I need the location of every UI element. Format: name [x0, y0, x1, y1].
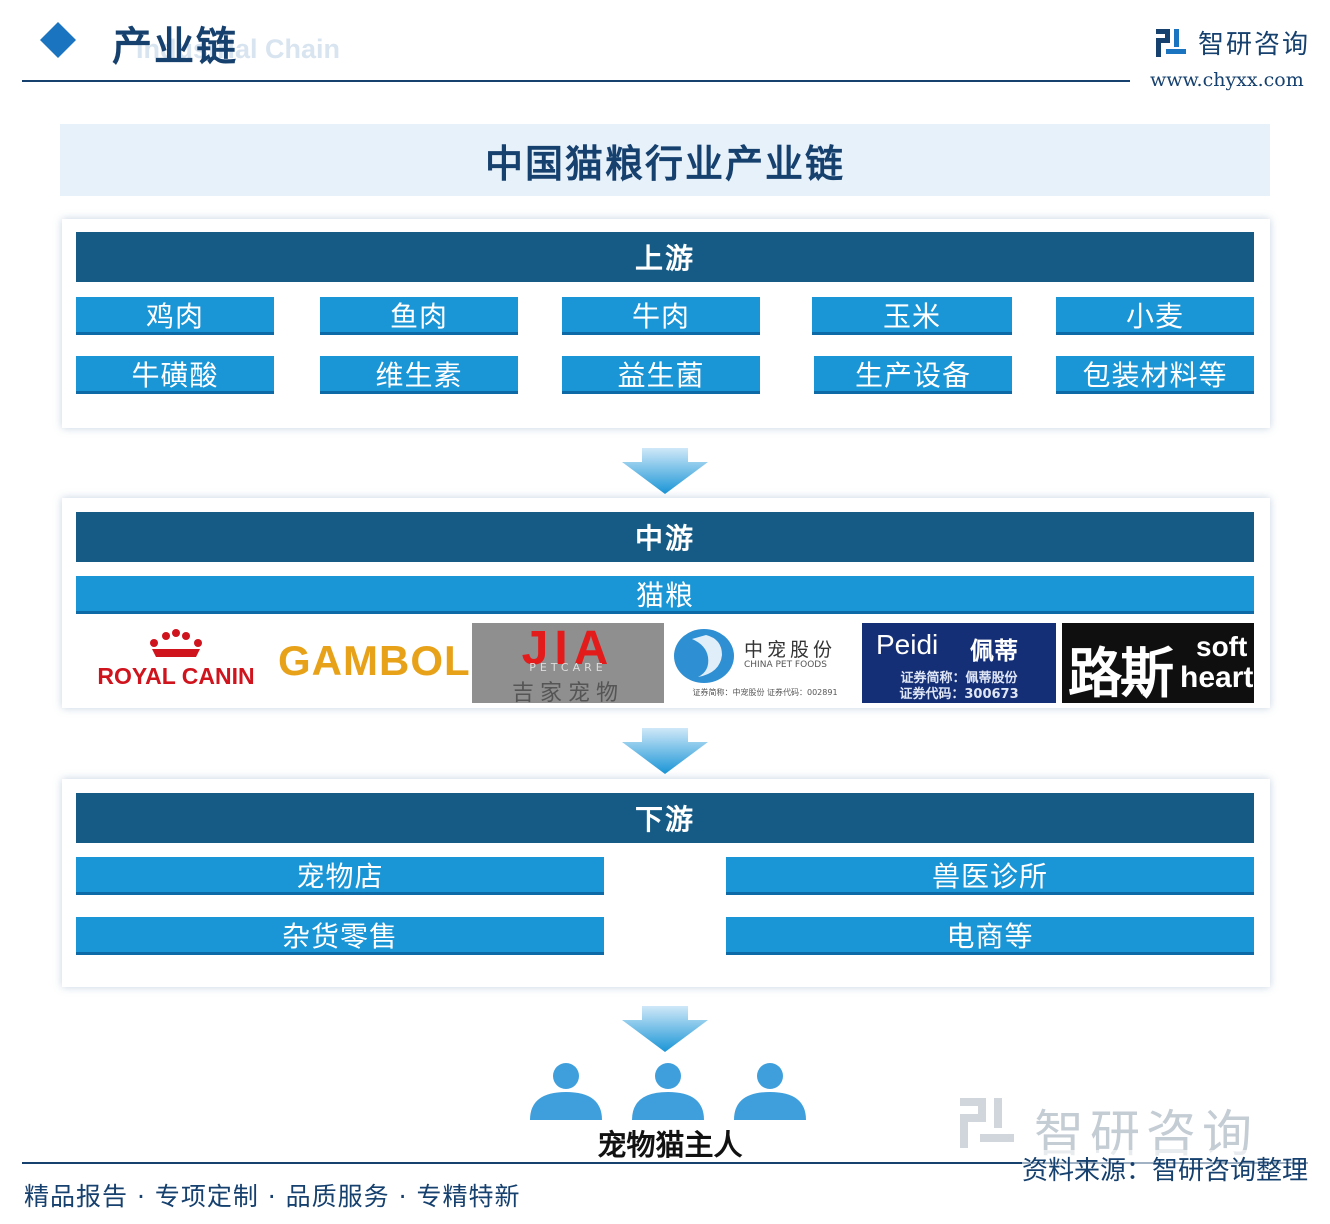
peidi-cn-text: 佩蒂 [970, 637, 1018, 665]
watermark-logo-icon [960, 1098, 1014, 1148]
diagram-title-band: 中国猫粮行业产业链 [60, 124, 1270, 196]
logo-lusi-softheart: 路斯 soft heart [1062, 623, 1254, 705]
header-divider [22, 80, 1130, 82]
peidi-en-text: Peidi [876, 629, 939, 660]
header-title: 产业链 [112, 24, 238, 70]
midstream-label: 中游 [634, 522, 695, 555]
logo-gambol: GAMBOL [278, 623, 471, 703]
upstream-item: 益生菌 [562, 356, 760, 394]
brand-name: 智研咨询 [1198, 30, 1311, 60]
gambol-text: GAMBOL [278, 637, 471, 684]
jia-petcare-text: PETCARE [529, 661, 607, 674]
downstream-item: 电商等 [726, 917, 1254, 955]
consumer-label: 宠物猫主人 [597, 1128, 743, 1162]
midstream-panel: 中游 猫粮 ROYAL CANIN GAMBOL JIA PETCARE 吉家宠… [62, 498, 1270, 708]
logo-peidi: Peidi 佩蒂 证券简称：佩蒂股份 证券代码：300673 [862, 623, 1056, 703]
upstream-item: 玉米 [812, 297, 1012, 335]
upstream-item: 维生素 [320, 356, 518, 394]
zhongchong-emblem-icon [674, 629, 734, 683]
downstream-item: 宠物店 [76, 857, 604, 895]
brand-url: www.chyxx.com [1150, 69, 1304, 91]
jia-cn-text: 吉家宠物 [511, 681, 624, 706]
header-diamond-icon [40, 22, 76, 58]
upstream-label: 上游 [634, 242, 695, 275]
downstream-panel: 下游 宠物店 兽医诊所 杂货零售 电商等 [62, 779, 1270, 987]
person-icon [530, 1063, 602, 1120]
upstream-item: 小麦 [1056, 297, 1254, 335]
downstream-item: 杂货零售 [76, 917, 604, 955]
brand-logo-icon [1156, 29, 1186, 57]
downstream-item: 兽医诊所 [726, 857, 1254, 895]
flow-arrow-down-icon [622, 728, 708, 774]
upstream-item: 牛肉 [562, 297, 760, 335]
zhongchong-en-text: CHINA PET FOODS [744, 660, 827, 670]
upstream-item: 鱼肉 [320, 297, 518, 335]
lusi-en-text-1: soft [1196, 631, 1248, 662]
zhongchong-stock-text: 证券简称：中宠股份 证券代码：002891 [692, 688, 838, 697]
upstream-panel: 上游 鸡肉 鱼肉 牛肉 玉米 小麦 牛磺酸 维生素 益生菌 生产设备 包装材料等 [62, 219, 1270, 428]
peidi-stock-line1: 证券简称：佩蒂股份 [900, 671, 1018, 686]
lusi-en-text-2: heart [1180, 661, 1254, 694]
diagram-title: 中国猫粮行业产业链 [484, 141, 845, 186]
logo-royal-canin: ROYAL CANIN [76, 623, 276, 703]
person-icon [632, 1063, 704, 1120]
upstream-item: 牛磺酸 [76, 356, 274, 394]
flow-arrow-down-icon [622, 448, 708, 494]
upstream-item: 包装材料等 [1056, 356, 1254, 394]
crown-icon [150, 629, 202, 657]
jia-text: JIA [521, 622, 615, 675]
flow-arrow-down-icon [622, 1006, 708, 1052]
footer-source: 资料来源：智研咨询整理 [1021, 1150, 1308, 1187]
footer-slogan: 精品报告 · 专项定制 · 品质服务 · 专精特新 [24, 1182, 521, 1211]
header-subtitle: Industrial Chain [136, 34, 341, 64]
downstream-header: 下游 [76, 793, 1254, 843]
logo-china-pet-foods: 中宠股份 CHINA PET FOODS 证券简称：中宠股份 证券代码：0028… [670, 623, 860, 703]
midstream-header: 中游 [76, 512, 1254, 562]
lusi-cn-text: 路斯 [1068, 642, 1174, 705]
downstream-label: 下游 [634, 803, 695, 836]
zhongchong-cn-text: 中宠股份 [744, 639, 837, 661]
peidi-stock-line2: 证券代码：300673 [899, 687, 1019, 702]
person-icon [734, 1063, 806, 1120]
upstream-header: 上游 [76, 232, 1254, 282]
footer-divider [22, 1162, 1308, 1164]
logo-jia-petcare: JIA PETCARE 吉家宠物 [472, 622, 664, 706]
royal-canin-text: ROYAL CANIN [97, 663, 255, 689]
upstream-item: 生产设备 [814, 356, 1012, 394]
midstream-product: 猫粮 [76, 576, 1254, 614]
upstream-item: 鸡肉 [76, 297, 274, 335]
